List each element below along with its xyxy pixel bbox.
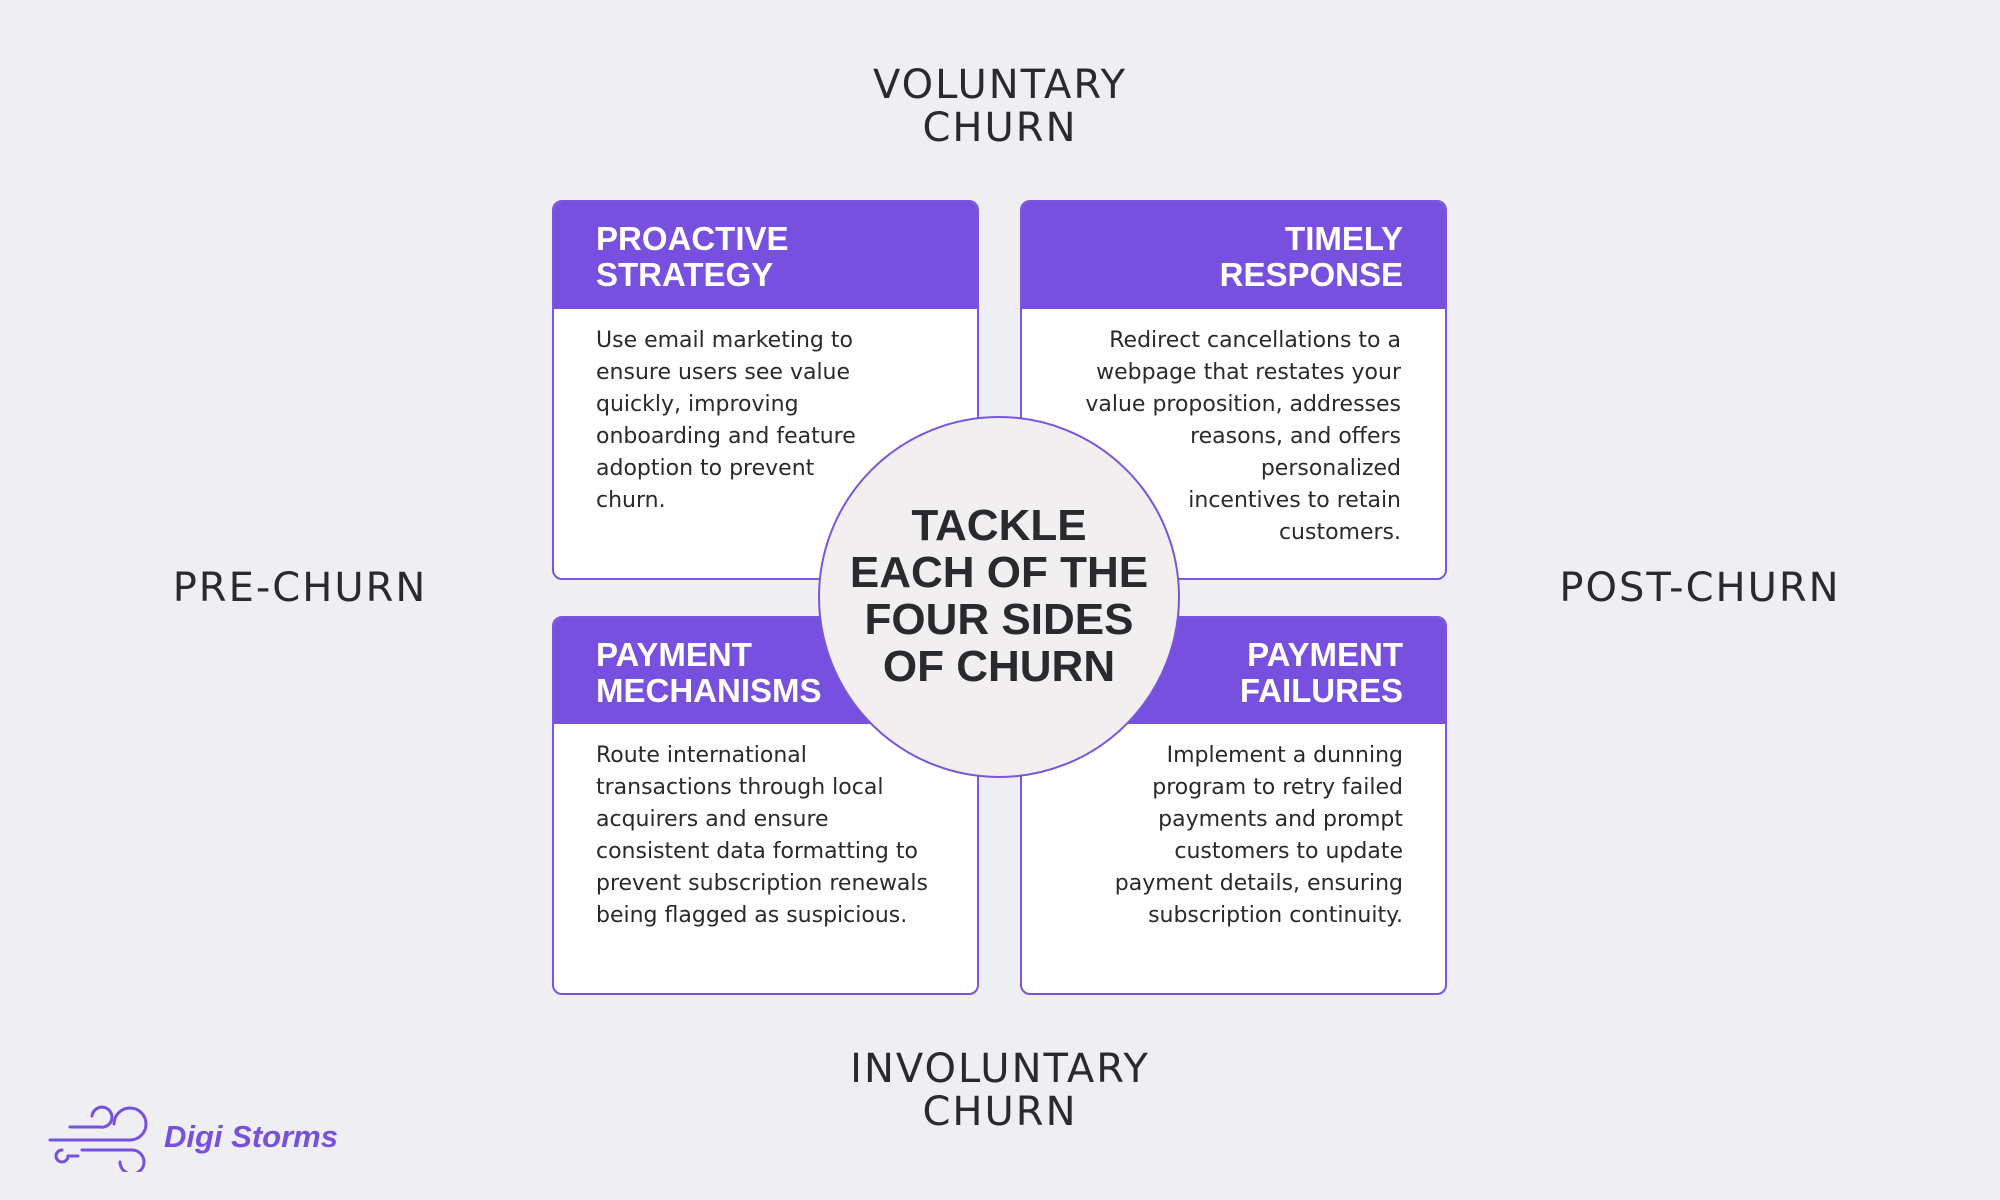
- card-description-line: ensure users see value: [596, 360, 851, 385]
- brand-name: Digi Storms: [164, 1119, 338, 1154]
- axis-label-post-churn: POST-CHURN: [1520, 567, 1880, 610]
- axis-label-line: POST-CHURN: [1559, 565, 1841, 611]
- card-description-line: value proposition, addresses: [1085, 392, 1401, 417]
- card-description-line: Use email marketing to: [596, 328, 853, 353]
- center-title-line: EACH OF THE: [849, 548, 1149, 597]
- card-description-line: quickly, improving: [596, 392, 799, 417]
- card-description-line: Route international: [596, 743, 807, 768]
- axis-label-line: CHURN: [922, 1089, 1078, 1135]
- card-description-line: churn.: [596, 488, 666, 513]
- card-description-line: acquirers and ensure: [596, 807, 829, 832]
- card-description: Redirect cancellations to a webpage that…: [1022, 309, 1445, 549]
- card-title-line: FAILURES: [1239, 672, 1403, 709]
- card-title-line: TIMELY: [1285, 220, 1403, 257]
- card-description-line: Implement a dunning: [1166, 743, 1403, 768]
- card-description: Implement a dunning program to retry fai…: [1022, 724, 1445, 932]
- card-description-line: reasons, and offers: [1190, 424, 1401, 449]
- card-description-line: prevent subscription renewals: [596, 871, 928, 896]
- axis-label-line: PRE-CHURN: [172, 565, 428, 611]
- axis-label-line: INVOLUNTARY: [850, 1046, 1150, 1092]
- center-circle: TACKLE EACH OF THE FOUR SIDES OF CHURN: [818, 416, 1180, 778]
- card-description-line: being flagged as suspicious.: [596, 903, 908, 928]
- card-proactive-strategy: PROACTIVE STRATEGY Use email marketing t…: [552, 200, 979, 580]
- card-description-line: program to retry failed: [1152, 775, 1403, 800]
- card-description-line: consistent data formatting to: [596, 839, 918, 864]
- axis-label-line: VOLUNTARY: [873, 62, 1127, 108]
- axis-label-voluntary-churn: VOLUNTARY CHURN: [800, 64, 1200, 150]
- card-description: Use email marketing to ensure users see …: [554, 309, 977, 517]
- card-title-line: STRATEGY: [596, 256, 774, 293]
- center-title-line: TACKLE: [911, 501, 1087, 550]
- card-description-line: personalized: [1260, 456, 1401, 481]
- card-title-line: PROACTIVE: [596, 220, 789, 257]
- card-title-line: PAYMENT: [596, 636, 752, 673]
- card-title-line: RESPONSE: [1219, 256, 1403, 293]
- wind-swirl-icon: [48, 1105, 148, 1172]
- card-description-line: payment details, ensuring: [1114, 871, 1403, 896]
- center-title-line: FOUR SIDES: [864, 595, 1134, 644]
- card-description-line: Redirect cancellations to a: [1109, 328, 1401, 353]
- card-description-line: incentives to retain: [1188, 488, 1401, 513]
- card-title-line: PAYMENT: [1247, 636, 1403, 673]
- center-title: TACKLE EACH OF THE FOUR SIDES OF CHURN: [850, 502, 1148, 690]
- card-description-line: payments and prompt: [1158, 807, 1403, 832]
- card-description-line: webpage that restates your: [1096, 360, 1401, 385]
- card-description-line: onboarding and feature: [596, 424, 856, 449]
- card-payment-failures: PAYMENT FAILURES Implement a dunning pro…: [1020, 616, 1447, 995]
- card-description: Route international transactions through…: [554, 724, 977, 932]
- card-description-line: customers.: [1278, 520, 1401, 545]
- brand-logo: Digi Storms: [48, 1102, 368, 1172]
- axis-label-line: CHURN: [922, 105, 1078, 151]
- card-description-line: transactions through local: [596, 775, 884, 800]
- card-title: TIMELY RESPONSE: [1022, 202, 1445, 309]
- card-description-line: subscription continuity.: [1148, 903, 1403, 928]
- card-description-line: customers to update: [1174, 839, 1403, 864]
- card-title-line: MECHANISMS: [596, 672, 822, 709]
- center-title-line: OF CHURN: [882, 642, 1116, 691]
- card-description-line: adoption to prevent: [596, 456, 815, 481]
- axis-label-involuntary-churn: INVOLUNTARY CHURN: [800, 1048, 1200, 1134]
- axis-label-pre-churn: PRE-CHURN: [120, 567, 480, 610]
- card-title: PROACTIVE STRATEGY: [554, 202, 977, 309]
